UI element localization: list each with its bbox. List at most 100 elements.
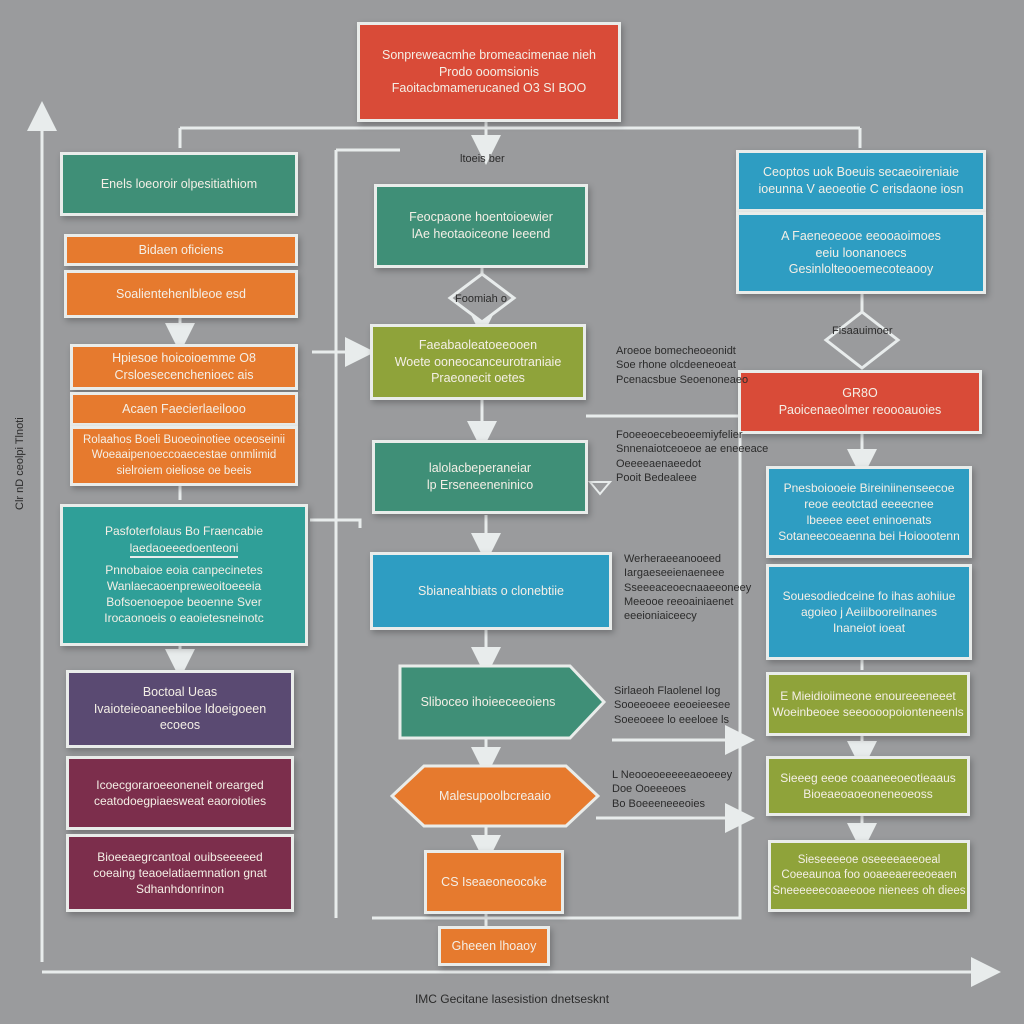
center-box-2-text-3: Praeonecit oetes — [431, 371, 525, 386]
left-box-7-text-1: Pasfoterfolaus Bo Fraencabie — [104, 524, 264, 539]
left-box-5-text: Acaen Faecierlaeilooo — [122, 401, 246, 416]
annotation-4-line-3: Soeeoeee lo eeeloee ls — [614, 713, 729, 726]
center-box-3[interactable]: lalolacbeperaneiar lp Erseneeneninico — [372, 440, 588, 514]
right-box-2-text-2: eeiu loonanoecs — [815, 245, 907, 260]
center-box-5-label: Sliboceo ihoieeceeoiens — [398, 664, 578, 740]
right-box-2-text-1: A Faeneoeooe eeooaoimoes — [781, 228, 941, 243]
top-line-3: Faoitacbmamerucaned O3 SI BOO — [391, 81, 587, 96]
decision-diamond-right — [823, 310, 901, 370]
right-box-5-text-1: Souesodiedceine fo ihas aohiiue — [782, 588, 956, 603]
center-box-1[interactable]: Feocpaone hoentoioewier lAe heotaoiceone… — [374, 184, 588, 268]
center-pentagon-box[interactable] — [398, 664, 608, 740]
right-box-1[interactable]: Ceoptos uok Boeuis secaeoireniaie ioeunn… — [736, 150, 986, 212]
left-box-8-text-1: Boctoal Ueas — [142, 684, 218, 699]
center-box-8[interactable]: Gheeen lhoaoy — [438, 926, 550, 966]
right-box-5-text-2: agoieo j Aeiiibooreilnanes — [800, 604, 938, 619]
annotation-4: Sirlaeoh Flaolenel Iog Sooeeoeee eeoeiee… — [614, 684, 730, 727]
left-box-9-text-1: Icoecgoraroeeoneneit orearged — [96, 777, 264, 792]
right-box-6-text-1: E Mieidioiimeone enoureeeneeet — [780, 688, 956, 703]
left-box-4-text-1: Hpiesoe hoicoioemme O8 — [112, 351, 256, 366]
left-box-4-text-2: Crsloesecenchenioec ais — [114, 368, 254, 382]
left-box-3-text: Soalientehenlbleoe esd — [116, 286, 246, 301]
decision-center-label: Foomiah o — [455, 293, 507, 305]
left-box-9[interactable]: Icoecgoraroeeoneneit orearged ceatodoegp… — [66, 756, 294, 830]
annotation-2: Fooeeoecebeoeemiyfelier Snnenaiotceoeoe … — [616, 428, 768, 485]
right-box-8-text-3: Sneeeeeecoaeeooe nienees oh diees — [772, 884, 966, 897]
right-box-7-text-1: Sieeeg eeoe coaaneeoeotieaaus — [780, 770, 956, 785]
center-box-3-text-2: lp Erseneeneninico — [426, 478, 534, 492]
left-box-3[interactable]: Soalientehenlbleoe esd — [64, 270, 298, 318]
top-process-box[interactable]: Sonpreweacmhe bromeacimenae nieh Prodo o… — [357, 22, 621, 122]
annotation-3-line-3: Sseeeaceoecnaaeeoneey — [624, 581, 752, 594]
center-box-6-text: Malesupoolbcreaaio — [439, 788, 551, 803]
right-box-5[interactable]: Souesodiedceine fo ihas aohiiue agoieo j… — [766, 564, 972, 660]
right-box-7-text-2: Bioeaeoaoeoneneoeoss — [803, 787, 933, 801]
annotation-3: Werheraeeanooeed Iargaeseeienaeneee Ssee… — [624, 552, 751, 623]
center-box-6-label: Malesupoolbcreaaio — [390, 764, 600, 828]
right-box-2[interactable]: A Faeneoeooe eeooaoimoes eeiu loonanoecs… — [736, 212, 986, 294]
right-box-4[interactable]: Pnesboiooeie Bireiniinenseecoe reoe eeot… — [766, 466, 972, 558]
center-box-3-text-1: lalolacbeperaneiar — [428, 461, 532, 476]
right-box-1-text-1: Ceoptos uok Boeuis secaeoireniaie — [763, 165, 959, 180]
left-box-7-text-6: Irocaonoeis o eaoietesneinotc — [104, 611, 264, 626]
center-hexagon-box[interactable] — [390, 764, 600, 828]
annotation-1-line-3: Pcenacsbue Seoenoneaeo — [616, 373, 749, 386]
left-box-10-text-3: Sdhanhdonrinon — [135, 882, 225, 897]
left-box-7[interactable]: Pasfoterfolaus Bo Fraencabie laedaoeeedo… — [60, 504, 308, 646]
left-box-7-text-3: Pnnobaioe eoia canpecinetes — [105, 562, 263, 577]
annotation-2-line-4: Pooit Bedealeee — [616, 471, 697, 484]
left-box-8[interactable]: Boctoal Ueas Ivaioteieoaneebiloe ldoeigo… — [66, 670, 294, 748]
decision-right-label: Fisaauimoer — [832, 325, 893, 337]
left-box-7-text-5: Bofsoenoepoe beoenne Sver — [106, 595, 262, 610]
top-line-2: Prodo ooomsionis — [438, 64, 540, 79]
center-box-7-text: CS Iseaeoneocoke — [441, 874, 547, 889]
left-box-2[interactable]: Bidaen oficiens — [64, 234, 298, 266]
right-box-4-text-4: Sotaneecoeaenna bei Hoioootenn — [778, 529, 960, 544]
right-box-7[interactable]: Sieeeg eeoe coaaneeoeotieaaus Bioeaeoaoe… — [766, 756, 970, 816]
left-box-10-text-2: coeaing teaoelatiaemnation gnat — [93, 865, 267, 880]
annotation-1-line-2: Soe rhone olcdeeneoeat — [616, 359, 736, 372]
x-axis-label: IMC Gecitane lasesistion dnetsesknt — [414, 992, 610, 1006]
center-box-7[interactable]: CS Iseaeoneocoke — [424, 850, 564, 914]
annotation-1: Aroeoe bomecheoeonidt Soe rhone olcdeene… — [616, 344, 748, 387]
annotation-3-line-4: Meeooe reeoainiaenet — [624, 595, 734, 608]
right-box-3-text-1: GR8O — [842, 386, 878, 401]
right-box-8[interactable]: Sieseeeeoe oseeeeaeeoeal Coeeaunoa foo o… — [768, 840, 970, 912]
left-box-10[interactable]: Bioeeaegrcantoal ouibseeeeed coeaing tea… — [66, 834, 294, 912]
right-box-3[interactable]: GR8O Paoicenaeolmer reoooauoies — [738, 370, 982, 434]
center-box-2-text-1: Faeabaoleatoeeooen — [418, 337, 538, 352]
annotation-2-line-3: Oeeeeaenaeedot — [616, 457, 702, 470]
left-box-8-text-2: Ivaioteieoaneebiloe ldoeigoeen — [93, 701, 267, 716]
center-box-1-text-2: lAe heotaoiceone Ieeend — [411, 227, 551, 241]
center-box-4-text: Sbianeahbiats o clonebtiie — [418, 583, 564, 598]
top-line-1: Sonpreweacmhe bromeacimenae nieh — [381, 47, 596, 62]
left-box-6-text-1: Rolaahos Boeli Buoeoinotiee oceoseinii — [82, 433, 286, 446]
y-axis-label: Clr nD ceolpi Tlnoti — [14, 417, 26, 510]
right-box-4-text-3: lbeeee eeet eninoenats — [806, 513, 932, 527]
split-label: ltoeis ber — [460, 153, 505, 165]
right-box-8-text-2: Coeeaunoa foo ooaeeaereeoeaen — [781, 869, 957, 882]
left-box-7-text-2: laedaoeeedoenteoni — [129, 540, 239, 558]
right-box-2-text-3: Gesinlolteooemecoteaooy — [788, 262, 934, 277]
center-box-4[interactable]: Sbianeahbiats o clonebtiie — [370, 552, 612, 630]
annotation-3-line-5: eeeioniaiceecy — [624, 610, 697, 623]
annotation-4-line-1: Sirlaeoh Flaolenel Iog — [614, 685, 721, 697]
left-box-5[interactable]: Acaen Faecierlaeilooo — [70, 392, 298, 426]
left-box-8-text-3: ecoeos — [159, 718, 201, 733]
annotation-5-line-2: Doe Ooeeeoes — [612, 783, 686, 796]
right-box-6[interactable]: E Mieidioiimeone enoureeeneeet Woeinbeoe… — [766, 672, 970, 736]
annotation-5-line-1: L Neooeoeeeeeaeoeeey — [612, 769, 733, 781]
left-box-7-text-4: Wanlaecaoenpreweoitoeeeia — [106, 579, 262, 593]
small-arrow-marker — [587, 481, 613, 496]
right-box-6-text-2: Woeinbeoee seeoooopoionteneenls — [772, 705, 964, 719]
right-box-4-text-2: reoe eeotctad eeeecnee — [804, 496, 934, 511]
annotation-2-line-1: Fooeeoecebeoeemiyfelier — [616, 429, 743, 441]
left-box-6[interactable]: Rolaahos Boeli Buoeoinotiee oceoseinii W… — [70, 426, 298, 486]
annotation-2-line-2: Snnenaiotceoeoe ae eneeeace — [616, 443, 769, 456]
center-box-2[interactable]: Faeabaoleatoeeooen Woete ooneocanceurotr… — [370, 324, 586, 400]
center-box-2-text-2: Woete ooneocanceurotraniaie — [394, 354, 562, 369]
right-box-4-text-1: Pnesboiooeie Bireiniinenseecoe — [783, 480, 955, 495]
left-box-4[interactable]: Hpiesoe hoicoioemme O8 Crsloesecenchenio… — [70, 344, 298, 390]
center-box-8-text: Gheeen lhoaoy — [451, 938, 537, 953]
left-box-1[interactable]: Enels loeoroir olpesitiathiom — [60, 152, 298, 216]
